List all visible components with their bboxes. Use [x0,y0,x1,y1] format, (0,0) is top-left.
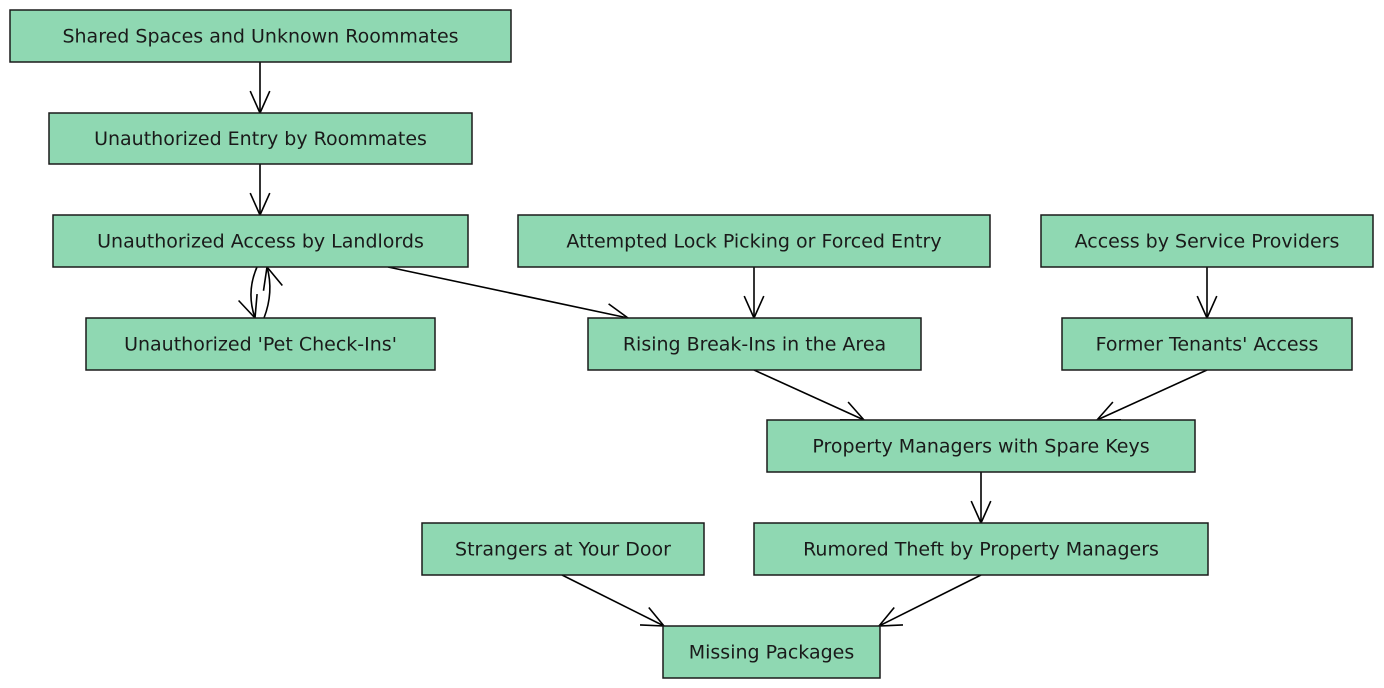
node-roommates-box [48,112,473,165]
edge-pet-to-landlords-arrowhead-left [266,266,283,286]
edge-landlords-to-pet-arrowhead-right [254,294,258,319]
edge-landlords-to-breakins-line [387,266,629,319]
edge-roommates-to-landlords-arrowhead-right [259,192,271,216]
edge-lockpick-to-breakins-arrowhead-left [743,295,755,319]
edge-service-to-former-arrowhead-right [1206,295,1218,319]
edge-strangers-to-packages [561,574,665,627]
node-roommates: Unauthorized Entry by Roommates [48,112,473,165]
node-pet-box [85,317,436,371]
node-former-box [1061,317,1353,371]
edge-breakins-to-managers-line [753,369,865,421]
node-service-label: Access by Service Providers [1075,231,1340,253]
node-breakins-label: Rising Break-Ins in the Area [623,334,886,356]
edge-theft-to-packages-arrowhead-right [878,624,904,627]
edge-theft-to-packages-line [878,574,982,627]
edge-pet-to-landlords-arrowhead-right [262,266,268,291]
edge-theft-to-packages-arrowhead-left [878,606,895,627]
edge-shared-to-roommates-arrowhead-left [249,90,261,114]
edge-landlords-to-pet [238,266,258,319]
node-former: Former Tenants' Access [1061,317,1353,371]
node-landlords-box [52,214,469,268]
node-theft-box [753,522,1209,576]
node-strangers-box [421,522,705,576]
edge-theft-to-packages [878,574,982,627]
edge-shared-to-roommates [249,62,271,114]
edge-lockpick-to-breakins [743,267,765,319]
edge-shared-to-roommates-arrowhead-right [259,90,271,114]
edge-breakins-to-managers-arrowhead-right [847,401,865,421]
edge-former-to-managers-line [1096,369,1208,421]
node-shared-box [9,9,512,63]
edge-landlords-to-pet-line [250,266,258,319]
node-landlords: Unauthorized Access by Landlords [52,214,469,268]
edge-landlords-to-breakins-arrowhead-right [608,303,629,319]
edge-strangers-to-packages-arrowhead-left [639,624,665,627]
node-service: Access by Service Providers [1040,214,1374,268]
node-theft-label: Rumored Theft by Property Managers [803,539,1159,561]
edge-service-to-former-arrowhead-left [1196,295,1208,319]
edge-former-to-managers [1096,369,1208,421]
node-lockpick-label: Attempted Lock Picking or Forced Entry [566,231,941,253]
node-strangers-label: Strangers at Your Door [455,539,671,561]
node-lockpick-box [517,214,991,268]
edge-pet-to-landlords-line [263,266,271,319]
edge-managers-to-theft-arrowhead-left [970,500,982,524]
node-packages: Missing Packages [662,625,881,679]
node-service-box [1040,214,1374,268]
edge-managers-to-theft [970,472,992,524]
node-lockpick: Attempted Lock Picking or Forced Entry [517,214,991,268]
edge-landlords-to-pet-arrowhead-left [238,299,256,319]
node-breakins-box [587,317,922,371]
node-roommates-label: Unauthorized Entry by Roommates [94,128,427,150]
edge-lockpick-to-breakins-arrowhead-right [753,295,765,319]
node-pet-label: Unauthorized 'Pet Check-Ins' [124,334,397,356]
node-breakins: Rising Break-Ins in the Area [587,317,922,371]
edge-strangers-to-packages-line [561,574,665,627]
node-managers-label: Property Managers with Spare Keys [812,436,1149,458]
node-managers-box [766,419,1196,473]
node-former-label: Former Tenants' Access [1096,334,1319,356]
node-layer: Shared Spaces and Unknown RoommatesUnaut… [9,9,1374,679]
node-shared: Shared Spaces and Unknown Roommates [9,9,512,63]
edge-landlords-to-breakins [387,266,629,324]
node-packages-label: Missing Packages [689,642,855,664]
node-managers: Property Managers with Spare Keys [766,419,1196,473]
edge-roommates-to-landlords [249,164,271,216]
edge-roommates-to-landlords-arrowhead-left [249,192,261,216]
node-strangers: Strangers at Your Door [421,522,705,576]
edge-strangers-to-packages-arrowhead-right [648,606,665,627]
edge-managers-to-theft-arrowhead-right [980,500,992,524]
edge-breakins-to-managers [753,369,865,421]
node-theft: Rumored Theft by Property Managers [753,522,1209,576]
node-packages-box [662,625,881,679]
edge-service-to-former [1196,267,1218,319]
node-shared-label: Shared Spaces and Unknown Roommates [62,26,458,48]
node-landlords-label: Unauthorized Access by Landlords [97,231,424,253]
node-pet: Unauthorized 'Pet Check-Ins' [85,317,436,371]
edge-former-to-managers-arrowhead-left [1096,401,1114,421]
edge-pet-to-landlords [262,266,283,319]
